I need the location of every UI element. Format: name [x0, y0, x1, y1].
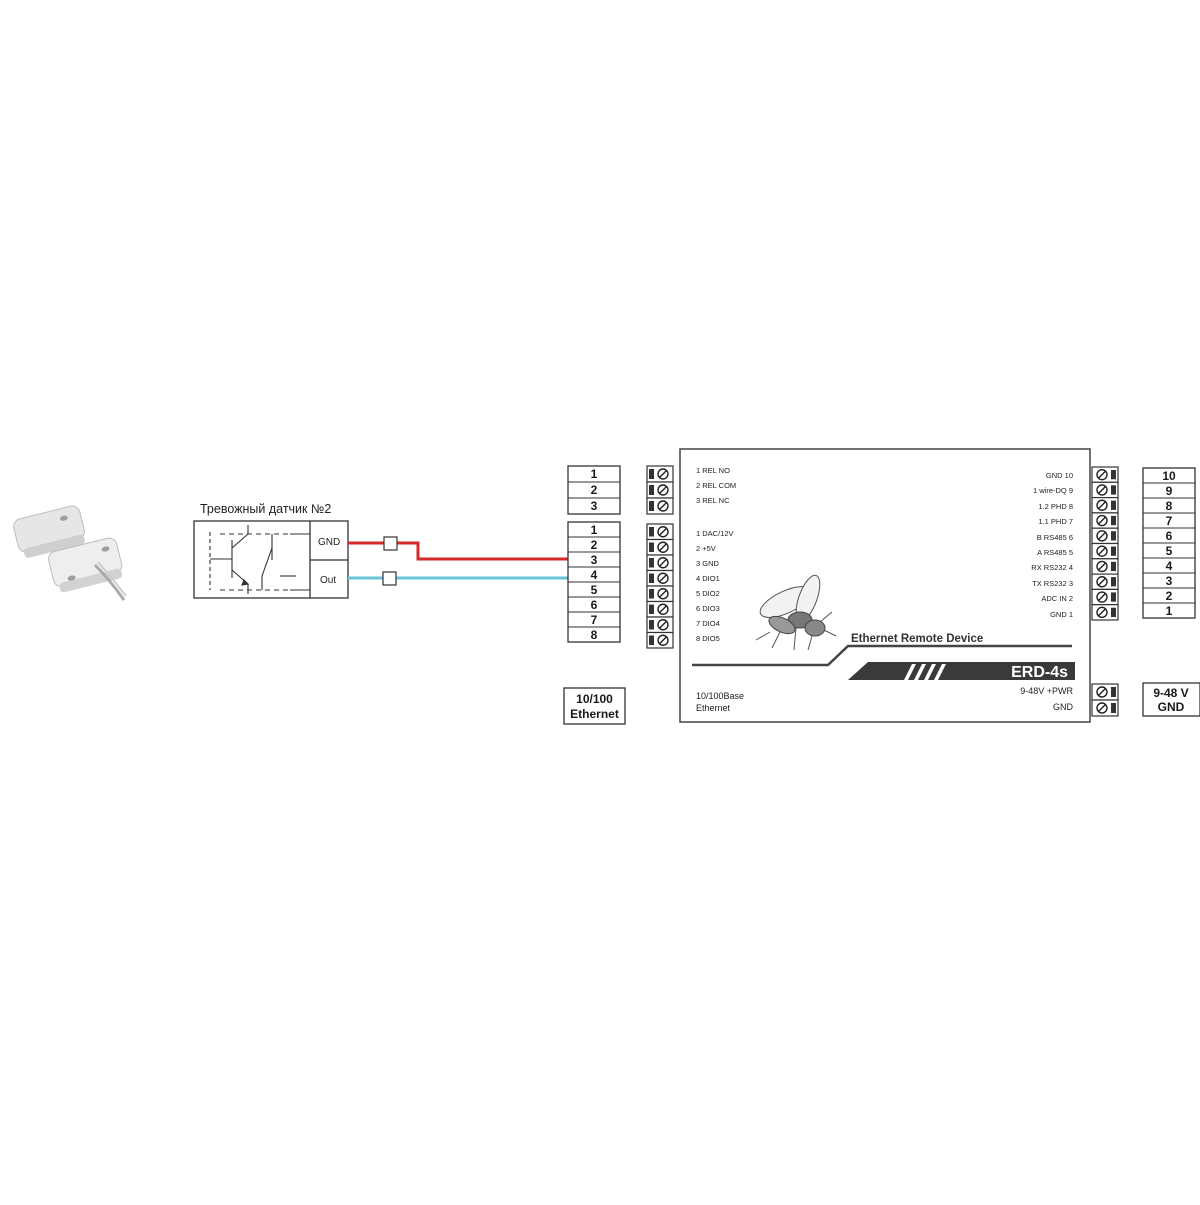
wasp-logo-icon: [755, 574, 837, 651]
power-terminal: [1091, 699, 1119, 717]
right-num-3: 3: [1166, 574, 1173, 588]
right-num-6: 6: [1166, 529, 1173, 543]
right-terminal: [1091, 512, 1119, 529]
dev-power-label-pwr: 9-48V +PWR: [1020, 686, 1073, 696]
right-power-box: 9-48 V GND: [1142, 682, 1200, 717]
ethernet-box-line1: 10/100: [576, 692, 613, 706]
left-ethernet-box: 10/100 Ethernet: [563, 687, 626, 725]
relay-num-3: 3: [591, 499, 598, 513]
right-terminal: [1091, 497, 1119, 514]
dev-relay-label-1: 1 REL NO: [696, 466, 730, 475]
wire-gnd: [348, 536, 568, 561]
left-dio-terminal: [646, 585, 674, 603]
right-num-4: 4: [1166, 559, 1173, 573]
dev-power-label-gnd: GND: [1053, 702, 1074, 712]
model-name: ERD-4s: [1011, 664, 1068, 681]
right-num-7: 7: [1166, 514, 1173, 528]
dev-ethernet-line2: Ethernet: [696, 703, 731, 713]
wire-gnd-path: [348, 541, 568, 561]
dev-relay-label-2: 2 REL COM: [696, 481, 736, 490]
right-num-10: 10: [1162, 469, 1176, 483]
dio-num-6: 6: [591, 598, 598, 612]
dio-num-7: 7: [591, 613, 598, 627]
relay-symbol: [209, 525, 310, 594]
right-num-5: 5: [1166, 544, 1173, 558]
right-terminal: [1091, 481, 1119, 499]
sensor-pin-out: Out: [320, 575, 336, 586]
dio-num-8: 8: [591, 628, 598, 642]
dev-dio-label-4: 4 DIO1: [696, 574, 720, 583]
dev-right-label-2: ADC IN 2: [1041, 594, 1073, 603]
power-box-line2: GND: [1158, 700, 1185, 714]
relay-num-2: 2: [591, 483, 598, 497]
left-dio-numbers: 1 2 3 4 5 6 7 8: [567, 521, 621, 643]
sensor-title: Тревожный датчик №2: [200, 502, 331, 516]
right-terminal: [1091, 558, 1119, 575]
dio-num-2: 2: [591, 538, 598, 552]
brand-stripe: [692, 644, 1072, 667]
left-dio-terminal: [646, 616, 674, 634]
right-terminal: [1091, 466, 1119, 483]
right-terminal: [1091, 542, 1119, 560]
dev-right-label-8: 1.2 PHD 8: [1038, 502, 1073, 511]
dev-right-label-10: GND 10: [1046, 471, 1073, 480]
left-terminals: [646, 465, 674, 649]
right-num-1: 1: [1166, 604, 1173, 618]
dev-dio-label-2: 2 +5V: [696, 544, 716, 553]
dev-right-label-3: TX RS232 3: [1032, 579, 1073, 588]
dio-num-4: 4: [591, 568, 598, 582]
dev-dio-label-6: 6 DIO3: [696, 604, 720, 613]
right-terminals: [1091, 466, 1119, 717]
right-terminal: [1091, 604, 1119, 621]
dev-right-label-5: A RS485 5: [1037, 548, 1073, 557]
alarm-sensor: Тревожный датчик №2 GND Out: [193, 502, 349, 599]
power-box-line1: 9-48 V: [1153, 686, 1188, 700]
right-terminal: [1091, 527, 1119, 545]
left-dio-terminal: [646, 538, 674, 556]
dev-dio-label-5: 5 DIO2: [696, 589, 720, 598]
dev-right-label-7: 1.1 PHD 7: [1038, 517, 1073, 526]
relay-num-1: 1: [591, 467, 598, 481]
dev-dio-label-8: 8 DIO5: [696, 634, 720, 643]
right-num-8: 8: [1166, 499, 1173, 513]
magnetic-contact-image: [13, 505, 127, 601]
model-band: [848, 662, 1075, 680]
right-num-2: 2: [1166, 589, 1173, 603]
dev-dio-label-3: 3 GND: [696, 559, 720, 568]
dev-dio-label-7: 7 DIO4: [696, 619, 720, 628]
dev-relay-label-3: 3 REL NC: [696, 496, 730, 505]
left-relay-terminal: [646, 481, 674, 499]
wire-gnd-connector: [383, 536, 398, 551]
left-dio-terminal: [646, 600, 674, 618]
wire-out: [348, 571, 568, 586]
left-dio-terminal: [646, 569, 674, 587]
dev-dio-label-1: 1 DAC/12V: [696, 529, 734, 538]
right-terminal: [1091, 588, 1119, 606]
dev-right-label-9: 1 wire-DQ 9: [1033, 486, 1073, 495]
wire-out-connector: [382, 571, 397, 586]
left-dio-terminal: [646, 554, 674, 572]
erd-4s-device: 1 REL NO 2 REL COM 3 REL NC 1 DAC/12V 2 …: [679, 448, 1091, 723]
dev-right-label-6: B RS485 6: [1037, 533, 1073, 542]
left-relay-numbers: 1 2 3: [567, 465, 621, 515]
left-relay-terminal: [646, 497, 674, 515]
left-dio-terminal: [646, 523, 674, 541]
right-numbers: 10 9 8 7 6 5 4 3 2 1: [1142, 467, 1196, 619]
ethernet-box-line2: Ethernet: [570, 707, 619, 721]
right-terminal: [1091, 573, 1119, 590]
sensor-pin-gnd: GND: [318, 537, 340, 548]
band-stripes: [904, 664, 946, 680]
left-relay-terminal: [646, 465, 674, 483]
brand-line: Ethernet Remote Device: [851, 633, 983, 645]
dev-right-label-4: RX RS232 4: [1031, 563, 1073, 572]
dio-num-1: 1: [591, 523, 598, 537]
right-num-9: 9: [1166, 484, 1173, 498]
dio-num-3: 3: [591, 553, 598, 567]
dev-ethernet-line1: 10/100Base: [696, 691, 744, 701]
power-terminal: [1091, 683, 1119, 701]
dio-num-5: 5: [591, 583, 598, 597]
left-dio-terminal: [646, 631, 674, 649]
dev-right-label-1: GND 1: [1050, 610, 1073, 619]
